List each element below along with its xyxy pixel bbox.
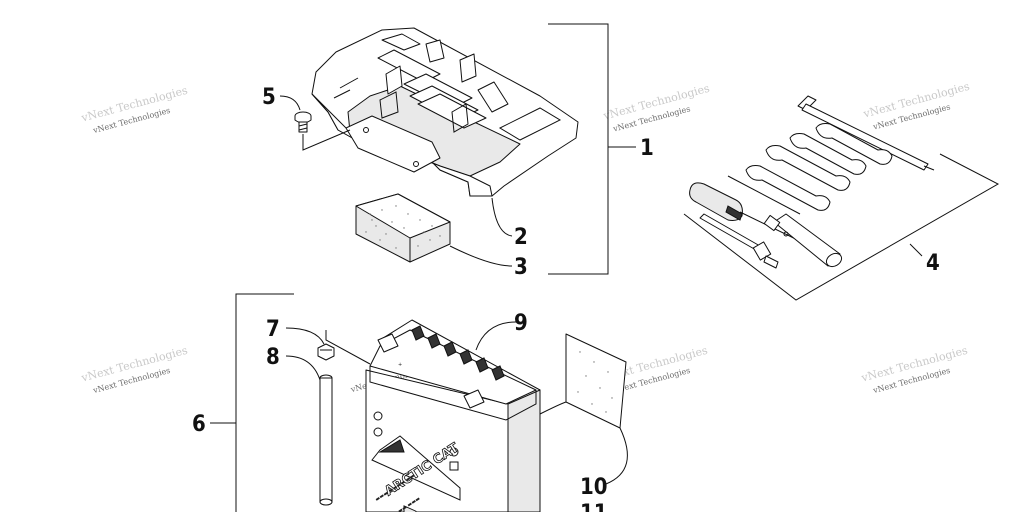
callout-11: 11 [580,501,608,512]
vent-tube-part-8 [285,355,333,506]
tool-kit-part-4 [683,95,1000,301]
tool-tray-part-1 [311,27,579,197]
minus-mark: — [450,388,455,394]
callout-3: 3 [514,255,528,280]
screw-part-5 [279,95,351,151]
callout-4: 4 [926,251,940,276]
callout-5: 5 [262,85,276,110]
battery-cell-caps [403,505,417,512]
callouts: 1 2 3 4 5 6 7 8 9 10 11 [192,85,940,512]
vent-clip-part-7 [285,327,371,365]
leader-9 [475,321,517,351]
label-sheet-part-10 [539,333,628,485]
callout-9: 9 [514,311,528,336]
battery-part-6: + — ARCTIC CAT ▬▬▬ ▬▬▬▬ ▬▬ ▬▬ ▬▬▬ [365,319,541,512]
group-bracket-tray [548,23,636,275]
plus-mark: + [398,362,402,368]
callout-1: 1 [640,136,654,161]
foam-block-part-2-3 [355,193,451,263]
leader-2 [491,197,513,237]
leader-3 [449,245,513,267]
callout-7: 7 [266,317,280,342]
group-bracket-battery [210,293,294,512]
callout-6: 6 [192,412,206,437]
callout-2: 2 [514,225,528,250]
callout-10: 10 [580,475,608,500]
callout-8: 8 [266,345,280,370]
